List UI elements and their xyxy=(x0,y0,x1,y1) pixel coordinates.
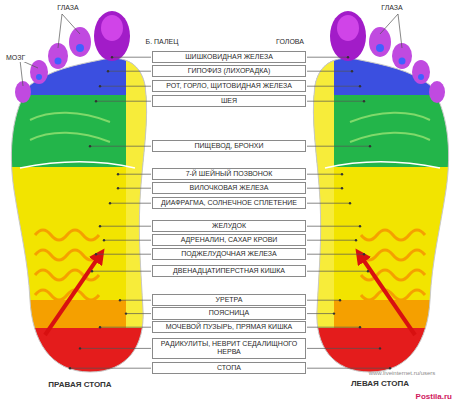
leader-dot xyxy=(341,187,343,189)
organ-label: ГИПОФИЗ (ЛИХОРАДКА) xyxy=(156,67,302,75)
organ-label-box: ПОЯСНИЦА xyxy=(152,307,306,319)
leader-dot xyxy=(359,326,361,328)
organ-label-box: ЖЕЛУДОК xyxy=(152,220,306,232)
leader-dot xyxy=(99,326,101,328)
organ-label-box: ШИШКОВИДНАЯ ЖЕЛЕЗА xyxy=(152,51,306,63)
organ-label: РАДИКУЛИТЫ, НЕВРИТ СЕДАЛИЩНОГО НЕРВА xyxy=(156,340,302,357)
organ-label-box: ПОДЖЕЛУДОЧНАЯ ЖЕЛЕЗА xyxy=(152,248,306,260)
foot-title: ЛЕВАЯ СТОПА xyxy=(351,379,409,389)
organ-label-box: СТОПА xyxy=(152,362,306,374)
foot-title: ПРАВАЯ СТОПА xyxy=(48,380,111,390)
organ-label-box: ГИПОФИЗ (ЛИХОРАДКА) xyxy=(152,65,306,77)
organ-label: РОТ, ГОРЛО, ЩИТОВИДНАЯ ЖЕЛЕЗА xyxy=(156,82,302,90)
organ-label: ШЕЯ xyxy=(156,97,302,105)
organ-label: АДРЕНАЛИН, САХАР КРОВИ xyxy=(156,236,302,244)
organ-label-box: 7-Й ШЕЙНЫЙ ПОЗВОНОК xyxy=(152,168,306,180)
leader-dot xyxy=(369,145,371,147)
leader-dot xyxy=(359,85,361,87)
organ-label: ДВЕНАДЦАТИПЕРСТНАЯ КИШКА xyxy=(156,267,302,275)
organ-label: ПИЩЕВОД, БРОНХИ xyxy=(156,142,302,150)
leader-dot xyxy=(99,85,101,87)
organ-label: ПОДЖЕЛУДОЧНАЯ ЖЕЛЕЗА xyxy=(156,250,302,258)
organ-label-box: МОЧЕВОЙ ПУЗЫРЬ, ПРЯМАЯ КИШКА xyxy=(152,321,306,333)
organ-label: ШИШКОВИДНАЯ ЖЕЛЕЗА xyxy=(156,53,302,61)
region-label: ГОЛОВА xyxy=(276,38,304,46)
leader-dot xyxy=(363,253,365,255)
organ-label-box: ШЕЯ xyxy=(152,95,306,107)
organ-label-box: РОТ, ГОРЛО, ЩИТОВИДНАЯ ЖЕЛЕЗА xyxy=(152,80,306,92)
organ-label-box: ПИЩЕВОД, БРОНХИ xyxy=(152,140,306,152)
watermark-logo: Postila.ru xyxy=(416,392,452,402)
leader-dot xyxy=(351,70,353,72)
organ-label-box: УРЕТРА xyxy=(152,294,306,306)
organ-label-box: ВИЛОЧКОВАЯ ЖЕЛЕЗА xyxy=(152,182,306,194)
leader-dot xyxy=(79,347,81,349)
organ-label-box: АДРЕНАЛИН, САХАР КРОВИ xyxy=(152,234,306,246)
leader-dot xyxy=(103,239,105,241)
leader-dot xyxy=(69,367,71,369)
organ-label: МОЧЕВОЙ ПУЗЫРЬ, ПРЯМАЯ КИШКА xyxy=(156,323,302,331)
region-label: ГЛАЗА xyxy=(57,4,78,12)
right-foot-sole xyxy=(0,11,160,388)
organ-label: СТОПА xyxy=(156,364,302,372)
organ-label: УРЕТРА xyxy=(156,296,302,304)
watermark: www.liveinternet.ru/users xyxy=(369,370,436,377)
leader-dot xyxy=(367,270,369,272)
organ-label: ДИАФРАГМА, СОЛНЕЧНОЕ СПЛЕТЕНИЕ xyxy=(156,199,302,207)
organ-label-box: ДВЕНАДЦАТИПЕРСТНАЯ КИШКА xyxy=(152,265,306,277)
region-label: Б. ПАЛЕЦ xyxy=(146,38,179,46)
organ-label: ВИЛОЧКОВАЯ ЖЕЛЕЗА xyxy=(156,184,302,192)
leader-dot xyxy=(347,56,349,58)
leader-dot xyxy=(349,202,351,204)
organ-label: ПОЯСНИЦА xyxy=(156,309,302,317)
region-label: ГЛАЗА xyxy=(381,4,402,12)
leader-dot xyxy=(379,347,381,349)
leader-dot xyxy=(107,70,109,72)
leader-dot xyxy=(355,239,357,241)
organ-label-box: РАДИКУЛИТЫ, НЕВРИТ СЕДАЛИЩНОГО НЕРВА xyxy=(152,338,306,359)
leader-dot xyxy=(91,270,93,272)
organ-label: ЖЕЛУДОК xyxy=(156,222,302,230)
organ-label-box: ДИАФРАГМА, СОЛНЕЧНОЕ СПЛЕТЕНИЕ xyxy=(152,197,306,209)
leader-dot xyxy=(111,56,113,58)
leader-dot xyxy=(117,173,119,175)
leader-dot xyxy=(363,100,365,102)
left-foot-sole xyxy=(300,11,460,388)
leader-dot xyxy=(109,202,111,204)
leader-dot xyxy=(89,145,91,147)
leader-dot xyxy=(95,100,97,102)
eye-leader-lines xyxy=(20,14,402,86)
leader-dot xyxy=(125,312,127,314)
organ-label: 7-Й ШЕЙНЫЙ ПОЗВОНОК xyxy=(156,170,302,178)
leader-dot xyxy=(333,312,335,314)
leader-dot xyxy=(339,299,341,301)
leader-dot xyxy=(119,299,121,301)
region-label: МОЗГ xyxy=(4,54,27,62)
leader-dot xyxy=(99,225,101,227)
leader-dot xyxy=(389,367,391,369)
leader-dot xyxy=(95,253,97,255)
leader-dot xyxy=(341,173,343,175)
leader-dot xyxy=(117,187,119,189)
leader-dot xyxy=(359,225,361,227)
